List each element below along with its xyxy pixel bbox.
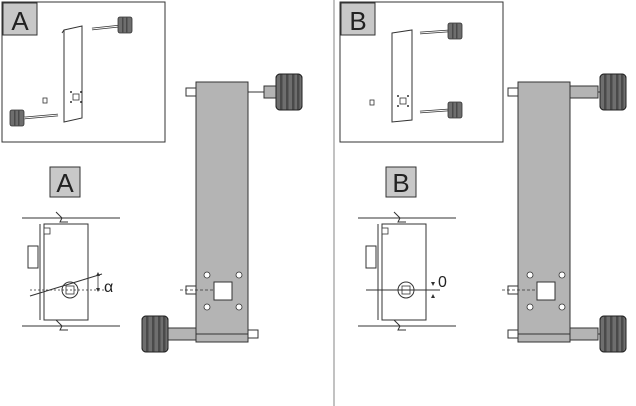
thumb-screw-icon: [599, 315, 627, 353]
inset-label-a: A: [11, 6, 29, 36]
inset-label-box-a: [2, 2, 38, 36]
thumb-screw-icon: [9, 109, 59, 127]
detail-view-b: 0: [358, 211, 456, 331]
inset-label-box-b: [340, 2, 376, 36]
main-bar-a: [141, 73, 303, 353]
thumb-screw-icon: [275, 73, 303, 111]
inset-box-a: A: [1, 1, 166, 143]
set-screw-icon: [42, 97, 48, 104]
square-socket-icon: [399, 97, 407, 105]
thumb-screw-icon: [599, 73, 627, 111]
thumb-screw-icon: [141, 315, 169, 353]
thumb-screw-icon: [419, 101, 463, 119]
thumb-screw-icon: [419, 22, 463, 40]
inset-label-b: B: [349, 6, 366, 36]
thumb-screw-icon: [91, 16, 133, 34]
inset-bar-a: [61, 25, 83, 123]
square-socket-icon: [72, 93, 80, 101]
set-screw-icon: [369, 99, 375, 106]
panel-b: B B: [339, 1, 627, 353]
angle-label-b: 0: [438, 274, 447, 291]
inset-bar-b: [391, 29, 413, 123]
detail-view-a: α: [22, 211, 120, 331]
inset-box-b: B: [339, 1, 504, 143]
square-socket-icon: [536, 281, 556, 301]
panel-a: A A: [1, 1, 303, 353]
detail-label-box-b: [385, 166, 417, 198]
angle-label-a: α: [104, 279, 113, 296]
main-bar-b: [502, 73, 627, 353]
detail-label-b: B: [392, 168, 409, 198]
square-socket-icon: [213, 281, 233, 301]
detail-label-a: A: [56, 168, 74, 198]
detail-label-box-a: [49, 166, 81, 198]
